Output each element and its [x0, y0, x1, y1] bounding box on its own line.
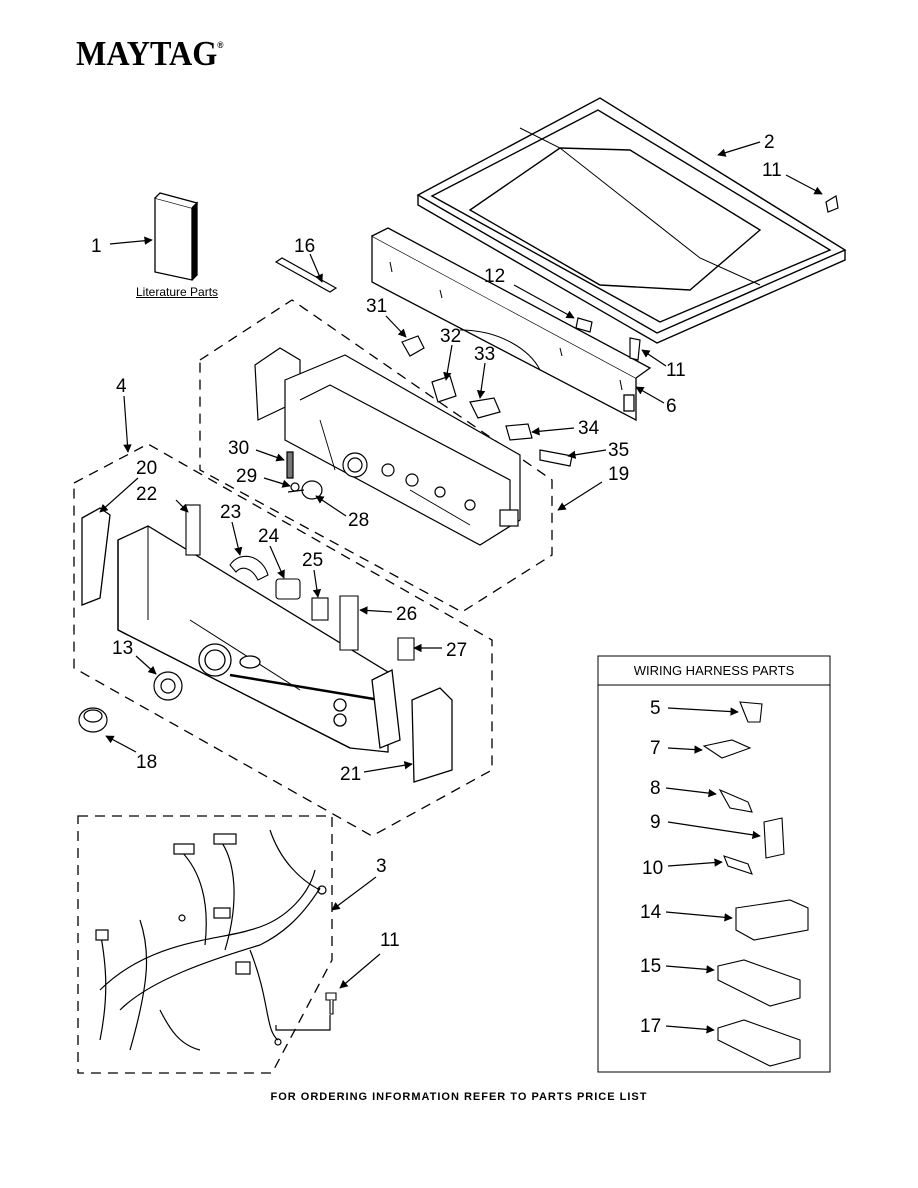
callout-3: 3	[376, 856, 387, 877]
top-lid-part	[416, 97, 847, 344]
leader-lines	[99, 141, 823, 1034]
harness-parts-box	[597, 655, 831, 1073]
callout-12: 12	[484, 266, 505, 287]
callout-2: 2	[764, 132, 775, 153]
wiring-harness-title: WIRING HARNESS PARTS	[633, 663, 795, 678]
console-back-panel	[371, 227, 652, 422]
callout-23: 23	[220, 502, 241, 523]
callout-26: 26	[396, 604, 417, 625]
wiring-harness	[95, 829, 331, 1051]
callout-33: 33	[474, 344, 495, 365]
callout-5: 5	[650, 698, 661, 719]
side-bezels	[81, 507, 453, 783]
callout-4: 4	[116, 376, 127, 397]
callout-8: 8	[650, 778, 661, 799]
callout-11-lower: 11	[380, 930, 400, 951]
literature-parts-label: Literature Parts	[136, 285, 219, 299]
button-parts	[185, 504, 415, 661]
literature-book	[154, 192, 199, 281]
callout-10: 10	[642, 858, 663, 879]
ordering-footer: FOR ORDERING INFORMATION REFER TO PARTS …	[270, 1091, 648, 1103]
callout-13: 13	[112, 638, 133, 659]
small-parts-upper	[274, 195, 839, 467]
callout-20: 20	[136, 458, 157, 479]
knob-spring-parts	[286, 451, 323, 500]
callout-16: 16	[294, 236, 315, 257]
front-console-panel	[117, 525, 401, 753]
callout-11-top: 11	[762, 160, 782, 181]
callout-9: 9	[650, 812, 661, 833]
callout-21: 21	[340, 764, 361, 785]
callout-32: 32	[440, 326, 461, 347]
callout-31: 31	[366, 296, 387, 317]
screw-part-11-lower	[325, 992, 337, 1015]
knob-parts	[78, 671, 183, 733]
callout-15: 15	[640, 956, 661, 977]
callout-18: 18	[136, 752, 157, 773]
callout-6: 6	[666, 396, 677, 417]
dashed-group-19	[199, 299, 553, 613]
callout-24: 24	[258, 526, 280, 547]
console-frame	[254, 347, 521, 546]
callout-19: 19	[608, 464, 629, 485]
dashed-group-3	[77, 815, 333, 1074]
dashed-group-4	[73, 443, 493, 837]
callout-17: 17	[640, 1016, 661, 1037]
harness-parts	[702, 701, 809, 1067]
callout-34: 34	[578, 418, 600, 439]
maytag-logo: MAYTAG®	[76, 34, 224, 73]
callout-35: 35	[608, 440, 629, 461]
callout-7: 7	[650, 738, 661, 759]
callout-27: 27	[446, 640, 467, 661]
callout-labels: 1 2 11 16 12 31 32 33 11 6 34 35 4 30 20…	[91, 132, 782, 1037]
callout-29: 29	[236, 466, 257, 487]
callout-22: 22	[136, 484, 157, 505]
callout-25: 25	[302, 550, 323, 571]
callout-28: 28	[348, 510, 369, 531]
callout-14: 14	[640, 902, 662, 923]
callout-11-mid: 11	[666, 360, 686, 381]
callout-1: 1	[91, 236, 102, 257]
callout-30: 30	[228, 438, 249, 459]
